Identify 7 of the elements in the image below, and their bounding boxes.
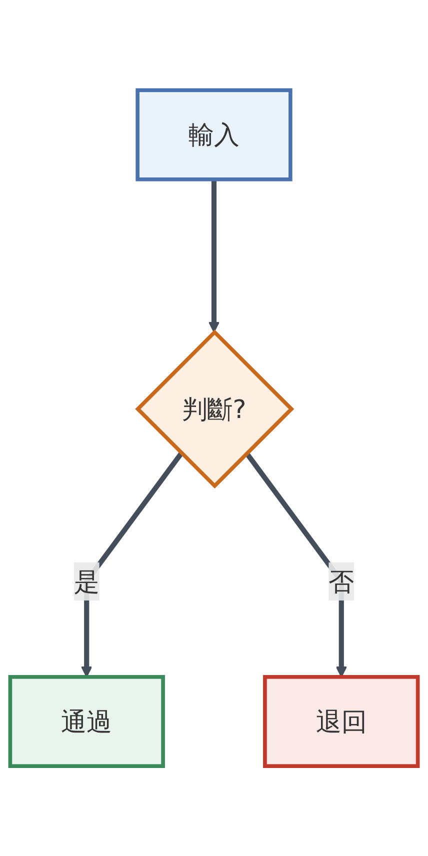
node-box: 通過: [8, 674, 165, 768]
edge-label: 是: [74, 566, 100, 597]
node-diamond: 判斷?: [135, 329, 294, 488]
arrow: [208, 179, 220, 333]
edge-label: 否: [328, 566, 354, 597]
node-box: 輸入: [136, 88, 292, 182]
node-box: 退回: [263, 674, 420, 768]
